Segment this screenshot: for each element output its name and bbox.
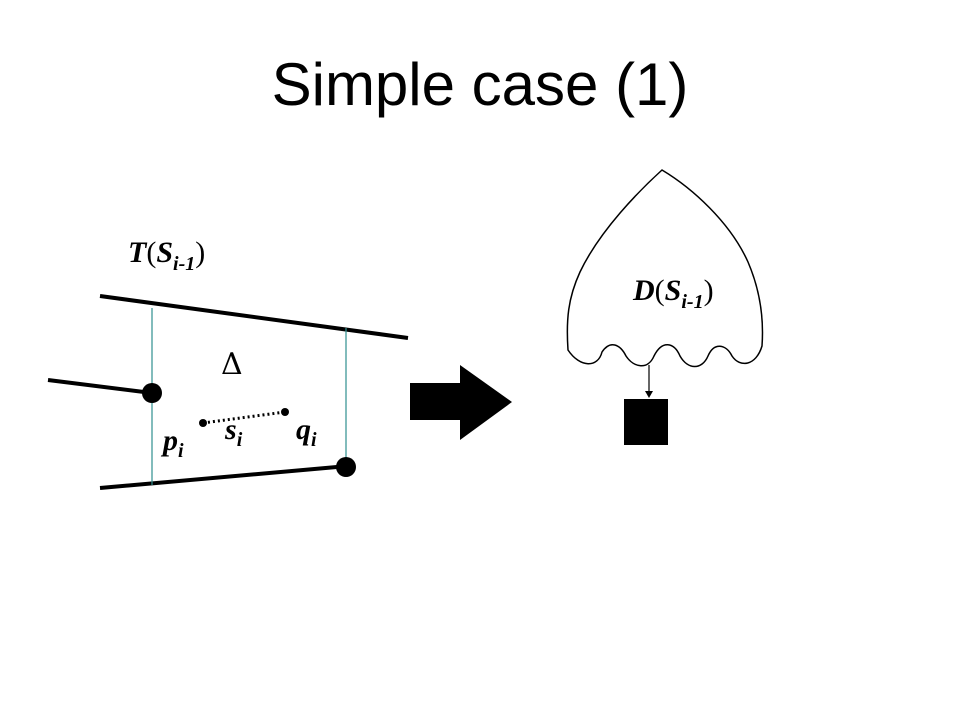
bottom-boundary-line [99,464,349,490]
slide-title: Simple case (1) [271,51,689,118]
point-p-label: pi [160,424,184,462]
structure-label-sub: i-1 [681,291,703,313]
top-boundary-line [99,294,409,340]
transition-arrow [410,365,512,440]
point-p-dot [199,419,207,427]
leaf-node-box [624,399,668,445]
segment-s-base: s [224,413,237,446]
segment-s-sub: i [237,429,243,451]
point-p-base: p [160,424,178,457]
region-label-close: ) [195,236,205,269]
structure-outline [566,169,764,368]
segment-s-label: si [224,413,243,451]
region-label-var: S [156,236,173,269]
structure-label-var: S [665,274,682,307]
point-q-label: qi [296,413,317,451]
structure-label-close: ) [704,274,714,307]
right-endpoint-dot [336,457,356,477]
point-q-sub: i [311,429,317,451]
region-label: T(Si-1) [128,236,205,275]
structure-label: D(Si-1) [632,274,714,313]
region-label-sub: i-1 [173,253,195,275]
point-p-sub: i [178,440,184,462]
segment-si-dotted [202,410,286,425]
region-label-fn: T [128,236,148,269]
structure-label-open: ( [655,274,665,307]
point-q-dot [281,408,289,416]
delta-symbol: Δ [221,347,243,382]
region-label-open: ( [146,236,156,269]
structure-label-fn: D [632,274,655,307]
left-endpoint-dot [142,383,162,403]
point-q-base: q [296,413,311,446]
pointer-arrowhead [645,391,653,398]
incoming-segment-line [47,378,153,395]
